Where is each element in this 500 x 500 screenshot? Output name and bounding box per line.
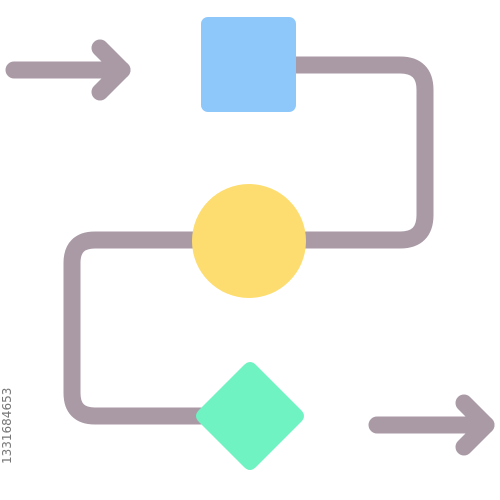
process-step-square — [201, 17, 296, 112]
stock-id-text: 1331684653 — [0, 388, 14, 464]
start-arrow-icon — [5, 39, 131, 101]
event-step-circle — [192, 184, 306, 298]
end-arrow-icon — [368, 394, 495, 456]
decision-step-diamond — [196, 362, 304, 470]
